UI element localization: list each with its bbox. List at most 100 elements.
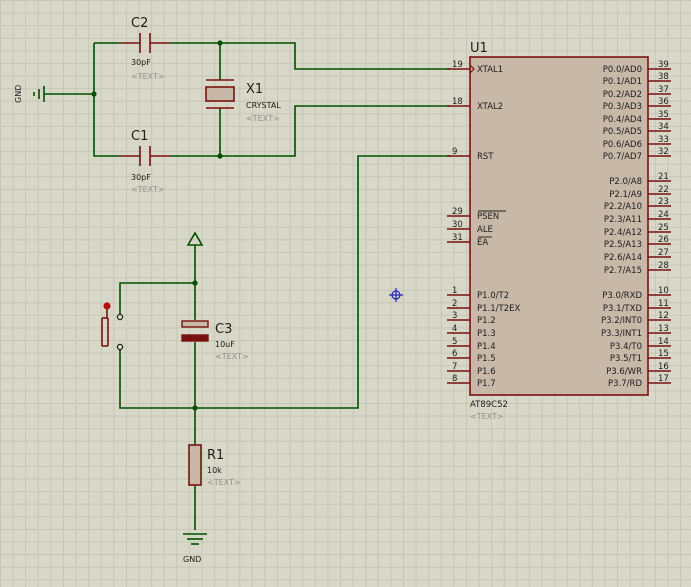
u1-pin-name: P2.6/A14: [604, 253, 642, 263]
u1-pin-name: RST: [477, 152, 494, 162]
capacitor-c2[interactable]: C2 30pF <TEXT>: [120, 16, 170, 81]
u1-pin-number: 38: [658, 72, 669, 82]
u1-pin-number: 19: [452, 60, 463, 70]
c3-value: 10uF: [215, 340, 235, 349]
wire-left-vertical[interactable]: [93, 43, 120, 157]
u1-pin-name: XTAL2: [477, 102, 503, 112]
u1-body[interactable]: [469, 56, 649, 396]
push-button-switch[interactable]: [101, 302, 124, 351]
u1-pin-name: P2.1/A9: [609, 190, 642, 200]
junction-dot: [217, 40, 223, 46]
c2-text: <TEXT>: [131, 72, 165, 81]
u1-pin-number: 17: [658, 374, 669, 384]
u1-pin-number: 29: [452, 207, 463, 217]
c2-ref: C2: [131, 16, 148, 31]
c3-text: <TEXT>: [215, 352, 249, 361]
crosshair-icon[interactable]: [389, 288, 403, 302]
c3-ref: C3: [215, 322, 232, 337]
r1-value: 10k: [207, 466, 222, 475]
u1-pin-number: 16: [658, 362, 669, 372]
power-arrow[interactable]: [186, 231, 204, 246]
crystal-x1[interactable]: X1 CRYSTAL <TEXT>: [205, 79, 281, 123]
u1-right-pins: 39P0.0/AD038P0.1/AD137P0.2/AD236P0.3/AD3…: [601, 60, 671, 389]
c3-plate-positive: [181, 320, 209, 328]
x1-ref: X1: [246, 82, 263, 97]
wire-c1-to-x1[interactable]: [170, 105, 450, 157]
u1-pin-number: 2: [452, 299, 457, 309]
u1-pin-name: P0.2/AD2: [603, 90, 642, 100]
u1-pin-name: P2.4/A12: [604, 228, 642, 238]
gnd-label-left: GND: [14, 85, 23, 103]
u1-text: <TEXT>: [470, 412, 504, 421]
u1-ref: U1: [470, 41, 488, 56]
u1-pin-name: P0.0/AD0: [603, 65, 642, 75]
capacitor-c3[interactable]: C3 10uF <TEXT>: [181, 320, 249, 361]
switch-contact: [116, 313, 124, 321]
u1-pin-number: 13: [658, 324, 669, 334]
clock-marker-icon: [469, 64, 475, 74]
u1-pin-number: 27: [658, 248, 669, 258]
u1-pin-number: 18: [452, 97, 463, 107]
power-arrow-icon: [186, 231, 204, 246]
u1-pin-name: P3.2/INT0: [601, 316, 642, 326]
u1-pin-number: 6: [452, 349, 457, 359]
c1-text: <TEXT>: [131, 185, 165, 194]
wire-c2-to-x1[interactable]: [170, 42, 450, 70]
gnd-symbol-bottom[interactable]: GND: [183, 533, 207, 564]
u1-pin-number: 8: [452, 374, 457, 384]
u1-pin-name: P2.7/A15: [604, 266, 642, 276]
u1-pin-number: 25: [658, 223, 669, 233]
u1-pin-name: EA: [477, 238, 488, 248]
u1-pin-number: 14: [658, 337, 669, 347]
x1-text: <TEXT>: [246, 114, 280, 123]
u1-pin-name: P1.6: [477, 367, 496, 377]
r1-ref: R1: [207, 448, 224, 463]
u1-pin-name: P3.5/T1: [610, 354, 642, 364]
wires: [44, 42, 450, 530]
gnd-symbol-left[interactable]: GND: [14, 85, 45, 103]
resistor-r1[interactable]: R1 10k <TEXT>: [188, 444, 241, 487]
u1-pin-name: PSEN: [477, 212, 499, 222]
u1-pin-number: 11: [658, 299, 669, 309]
r1-text: <TEXT>: [207, 478, 241, 487]
x1-value: CRYSTAL: [246, 101, 281, 110]
u1-pin-name: P1.3: [477, 329, 496, 339]
u1-pin-name: P3.6/WR: [606, 367, 642, 377]
u1-pin-name: P2.2/A10: [604, 202, 642, 212]
wire-rst[interactable]: [119, 155, 450, 409]
u1-pin-name: P1.2: [477, 316, 496, 326]
u1-pin-name: XTAL1: [477, 65, 503, 75]
u1-pin-name: P0.1/AD1: [603, 77, 642, 87]
junction-dot: [192, 405, 198, 411]
u1-pin-number: 1: [452, 286, 457, 296]
r1-body: [188, 444, 202, 486]
u1-pin-number: 34: [658, 122, 669, 132]
u1-pin-name: P2.0/A8: [609, 177, 642, 187]
u1-pin-name: P3.7/RD: [608, 379, 642, 389]
u1-pin-name: P2.5/A13: [604, 240, 642, 250]
u1-pin-name: P2.3/A11: [604, 215, 642, 225]
switch-button-dot: [103, 302, 111, 310]
u1-pin-name: P3.4/T0: [610, 342, 642, 352]
c3-plate-negative: [181, 334, 209, 342]
u1-pin-name: P0.3/AD3: [603, 102, 642, 112]
u1-pin-number: 15: [658, 349, 669, 359]
u1-pin-number: 28: [658, 261, 669, 271]
wire-switch-top[interactable]: [119, 282, 195, 315]
u1-pin-number: 12: [658, 311, 669, 321]
u1-pin-number: 4: [452, 324, 457, 334]
gnd-label-bottom: GND: [183, 555, 201, 564]
u1-pin-number: 35: [658, 110, 669, 120]
u1-pin-number: 39: [658, 60, 669, 70]
u1-pin-name: P1.5: [477, 354, 496, 364]
u1-pin-number: 24: [658, 210, 669, 220]
capacitor-c1[interactable]: C1 30pF <TEXT>: [120, 129, 170, 194]
u1-pin-number: 23: [658, 197, 669, 207]
u1-pin-number: 21: [658, 172, 669, 182]
u1-pin-number: 31: [452, 233, 463, 243]
u1-pin-number: 26: [658, 235, 669, 245]
u1-pin-name: P3.0/RXD: [602, 291, 642, 301]
